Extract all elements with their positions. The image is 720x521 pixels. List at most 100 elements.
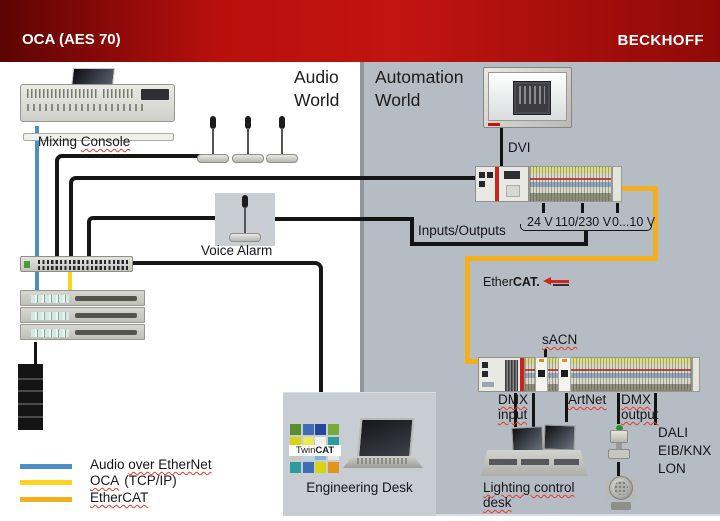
audio-world-heading: Audio World (294, 67, 340, 110)
io-terminal-strip-2 (524, 357, 692, 392)
light-lens (614, 481, 628, 495)
mixing-console (20, 68, 175, 141)
automation-world-heading: Automation World (375, 67, 464, 110)
legend-swatch-audio-over-ethernet (20, 464, 72, 469)
title-banner: OCA (AES 70) BECKHOFF (0, 0, 720, 62)
legend-swatch-ethercat (20, 497, 72, 502)
io-line-to-bracket-h (410, 242, 588, 246)
voice-alarm-label: Voice Alarm (201, 243, 273, 258)
twincat-wordmark: TwinCAT (289, 445, 341, 456)
engineering-laptop (343, 418, 423, 474)
engineering-desk-box: TwinCAT Engineering Desk (283, 392, 436, 516)
desk-microphone-1 (197, 116, 229, 164)
legend-label-oca: OCA(TCP/IP) (90, 473, 177, 488)
ethercat-line-seg1 (608, 186, 658, 191)
laptop-screen (357, 418, 415, 458)
voltage-110-230v-label: 110/230 V (555, 215, 612, 229)
end-cap (612, 166, 622, 202)
sacn-line (544, 349, 547, 359)
desk-monitor-left (511, 426, 544, 453)
tick-0-10v (616, 203, 619, 213)
audio-line-mics-switch (55, 154, 207, 256)
voice-alarm-box (215, 193, 275, 246)
cx-red-stripe (520, 358, 525, 391)
monitor-screen (488, 72, 567, 121)
dmx-terminal-module-1 (535, 357, 548, 392)
artnet-label: ArtNet (568, 392, 607, 407)
ptz-camera (604, 425, 634, 462)
moving-head-light (605, 474, 637, 512)
desk-console (480, 450, 588, 476)
ethercat-line-seg2 (653, 186, 658, 261)
end-cap (692, 357, 700, 392)
network-switch (20, 256, 133, 272)
io-station-2 (478, 356, 700, 393)
audio-line-switch-amps (35, 272, 39, 290)
desk-monitor-right (543, 424, 576, 451)
mixing-console-label: Mixing Console (38, 134, 131, 149)
lighting-control-desk (480, 424, 588, 478)
embedded-pc-1 (475, 166, 529, 202)
page-title: OCA (AES 70) (22, 31, 121, 48)
artnet-line (565, 393, 568, 422)
oca-line-switch-engineering-desk (133, 261, 323, 392)
ethercat-line-seg5 (465, 359, 483, 364)
voltage-24v-label: 24 V (527, 215, 553, 229)
embedded-pc-2 (478, 357, 525, 392)
voltage-0-10v-label: 0...10 V (612, 215, 656, 229)
amplifier-rack (20, 290, 145, 342)
lighting-desk-label: Lighting control desk (483, 480, 575, 510)
legend-label-audio-over-ethernet: Audio over EtherNet (90, 457, 212, 472)
cx-red-stripe (495, 167, 499, 201)
tick-24v (542, 203, 545, 213)
legend-label-ethercat: EtherCAT (90, 490, 149, 505)
camera-status-led (616, 425, 623, 431)
amp-speaker-line (34, 342, 37, 364)
io-line-step-v (410, 217, 414, 245)
amplifier-unit (20, 307, 145, 323)
ethercat-line-seg4 (465, 256, 470, 364)
io-line-voicealarm-h (275, 217, 412, 221)
beckhoff-panel-logo (488, 123, 500, 126)
voltage-bracket (520, 224, 652, 231)
microphone-icon (210, 116, 216, 129)
dvi-line (500, 128, 503, 167)
dmx-terminal-module-2 (558, 357, 571, 392)
cooling-fins (505, 360, 518, 391)
desk-microphone-2 (232, 116, 264, 164)
tick-110-230v (581, 203, 584, 213)
beckhoff-logo: BECKHOFF (617, 32, 704, 49)
switch-status-led (24, 261, 30, 268)
microphone-icon (242, 195, 248, 208)
dvi-label: DVI (508, 140, 531, 155)
hmi-app-window (513, 81, 551, 115)
io-terminal-strip-1 (529, 166, 612, 202)
legend-swatch-oca (20, 480, 72, 485)
ethercat-line-seg3 (465, 256, 658, 261)
camera-head (610, 430, 628, 443)
audio-line-voicealarm-switch (87, 216, 215, 256)
dmx-input-line-1 (514, 393, 517, 427)
dmx-input-label: DMX input (498, 392, 528, 422)
oca-line-switch-controller (69, 176, 477, 256)
console-body (20, 84, 175, 141)
twincat-logo: TwinCAT (289, 424, 341, 476)
desk-microphone-3 (266, 116, 298, 164)
dmx-output-label: DMX output (621, 392, 659, 422)
inputs-outputs-label: Inputs/Outputs (418, 223, 506, 238)
voice-alarm-microphone (229, 195, 261, 243)
audio-line-console-switch (35, 126, 39, 256)
sacn-label: sACN (542, 332, 578, 347)
engineering-desk-label: Engineering Desk (306, 480, 413, 495)
dali-line (654, 393, 657, 425)
control-panel-monitor (483, 67, 572, 128)
microphone-icon (245, 116, 251, 129)
amplifier-unit (20, 324, 145, 340)
speaker-column (18, 364, 43, 430)
oca-line-switch-amps (68, 272, 72, 290)
laptop-base (343, 456, 423, 468)
amplifier-unit (20, 290, 145, 306)
ethercat-arrow-icon (542, 276, 573, 288)
dmx-output-line (617, 393, 620, 424)
